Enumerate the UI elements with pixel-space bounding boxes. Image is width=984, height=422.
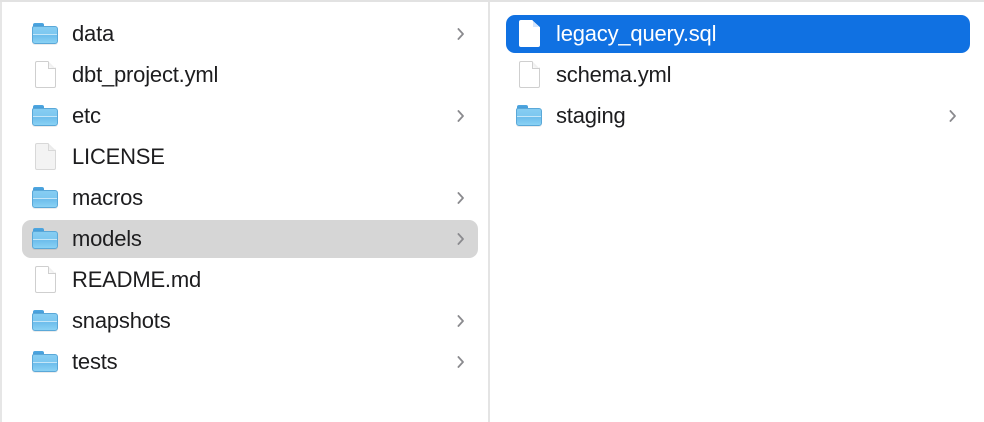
file-row[interactable]: dbt_project.yml [22,56,478,94]
chevron-right-icon[interactable] [456,108,466,124]
file-row[interactable]: schema.yml [506,56,970,94]
folder-icon [32,306,58,336]
file-column-child[interactable]: legacy_query.sql schema.yml staging [490,2,984,422]
item-label: README.md [72,267,201,292]
item-label: etc [72,103,101,128]
chevron-right-icon[interactable] [456,190,466,206]
folder-row[interactable]: data [22,15,478,53]
folder-row[interactable]: macros [22,179,478,217]
file-row[interactable]: README.md [22,261,478,299]
file-row[interactable]: legacy_query.sql [506,15,970,53]
file-row[interactable]: LICENSE [22,138,478,176]
chevron-right-icon[interactable] [456,26,466,42]
document-plain-icon [32,142,58,172]
item-label: tests [72,349,118,374]
item-label: LICENSE [72,144,165,169]
item-label: macros [72,185,143,210]
chevron-right-icon[interactable] [456,313,466,329]
document-icon [516,60,542,90]
item-label: snapshots [72,308,171,333]
file-list-child: legacy_query.sql schema.yml staging [490,15,984,135]
chevron-right-icon[interactable] [456,354,466,370]
item-label: schema.yml [556,62,672,87]
folder-row[interactable]: models [22,220,478,258]
item-label: data [72,21,115,46]
folder-icon [516,101,542,131]
item-label: staging [556,103,626,128]
item-label: legacy_query.sql [556,21,717,46]
item-label: models [72,226,142,251]
folder-icon [32,347,58,377]
document-icon [32,60,58,90]
folder-row[interactable]: staging [506,97,970,135]
chevron-right-icon[interactable] [456,231,466,247]
document-icon [32,265,58,295]
folder-icon [32,183,58,213]
folder-icon [32,224,58,254]
chevron-right-icon[interactable] [948,108,958,124]
folder-row[interactable]: snapshots [22,302,478,340]
folder-row[interactable]: tests [22,343,478,381]
folder-row[interactable]: etc [22,97,478,135]
document-icon [516,19,542,49]
folder-icon [32,101,58,131]
item-label: dbt_project.yml [72,62,219,87]
folder-icon [32,19,58,49]
